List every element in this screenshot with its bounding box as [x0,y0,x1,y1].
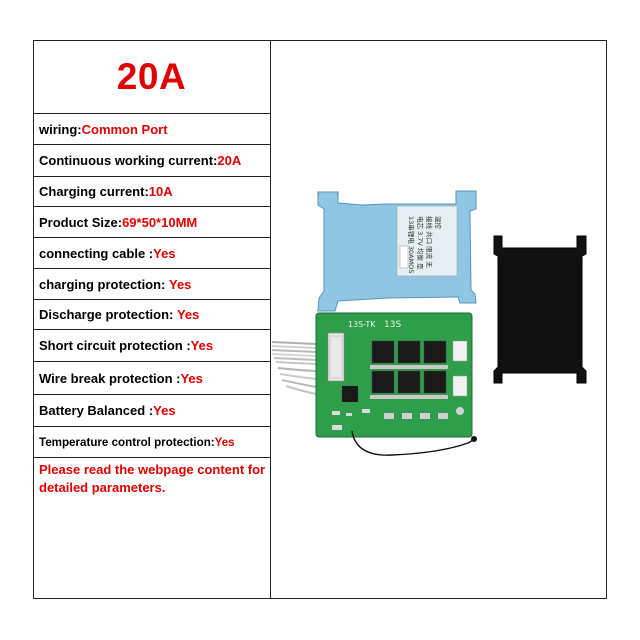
mosfet [423,370,447,394]
svg-text:电芯 3.7V 均衡 是: 电芯 3.7V 均衡 是 [416,216,425,270]
bms-pcb: 13S-TK 13S [315,312,473,438]
bms-board-illustration: 13串锂电 30AMOS 电芯 3.7V 均衡 是 接线 共口 限流 无 温控 [271,190,587,456]
insulator-sheet [493,235,587,384]
spec-row-charging-current: Charging current:10A [33,177,270,207]
spec-label: Short circuit protection : [39,338,191,353]
ntc-probe [471,436,477,442]
spec-label: Wire break protection : [39,370,181,386]
svg-text:温控: 温控 [434,216,443,230]
spec-label: Continuous working current: [39,153,218,168]
spec-value: Yes [153,245,176,261]
spec-value: Yes [176,307,200,322]
spec-value: Yes [153,403,176,418]
spec-label: charging protection: [39,276,169,292]
spec-row-discharge-protection: Discharge protection: Yes [33,300,270,330]
spec-label: Product Size: [39,214,123,230]
current-rating-title: 20A [116,55,187,97]
spec-label: wiring: [39,121,82,137]
mosfet [397,340,421,364]
spec-value: 10A [148,184,173,199]
spec-label: Battery Balanced : [39,403,154,418]
spec-label: Temperature control protection: [39,435,215,449]
spec-sheet-frame [33,40,607,599]
spec-row-temperature-control: Temperature control protection:Yes [33,427,270,458]
spec-value: Yes [214,435,235,449]
spec-value: Common Port [81,121,168,137]
product-photo: 13串锂电 30AMOS 电芯 3.7V 均衡 是 接线 共口 限流 无 温控 [271,41,606,598]
mosfet [371,340,395,364]
mosfet [397,370,421,394]
terminal-block [452,375,468,397]
spec-row-charging-protection: charging protection: Yes [33,269,270,300]
title-cell: 20A [33,40,270,114]
parameters-note: Please read the webpage content for deta… [39,462,266,495]
spec-row-battery-balanced: Battery Balanced :Yes [33,395,270,427]
spec-label: Charging current: [39,184,149,199]
spec-value: 20A [217,153,242,168]
sticker-text: 13串锂电 30AMOS [407,216,416,273]
balance-connector [327,332,345,382]
ic-chip [342,386,358,402]
spec-row-continuous-current: Continuous working current:20A [33,145,270,177]
ntc-sensor-wire [351,430,477,456]
spec-value: 69*50*10MM [122,214,198,230]
spec-row-wiring: wiring:Common Port [33,114,270,145]
silkscreen-model: 13S-TK [348,320,376,329]
spec-table: 20A wiring:Common Port Continuous workin… [33,40,271,599]
heatsink-plate: 13串锂电 30AMOS 电芯 3.7V 均衡 是 接线 共口 限流 无 温控 [317,190,477,312]
svg-text:接线 共口 限流 无: 接线 共口 限流 无 [425,216,434,268]
spec-sticker [396,205,458,277]
silkscreen-cells: 13S [384,320,401,330]
spec-value: Yes [169,276,192,292]
spec-row-product-size: Product Size:69*50*10MM [33,207,270,238]
spec-row-short-circuit-protection: Short circuit protection :Yes [33,330,270,362]
terminal-block [452,340,468,362]
spec-value: Yes [180,370,203,386]
mosfet [423,340,447,364]
spec-row-connecting-cable: connecting cable :Yes [33,238,270,269]
spec-label: connecting cable : [39,245,154,261]
spec-value: Yes [190,338,214,353]
spec-label: Discharge protection: [39,307,177,322]
mosfet [371,370,395,394]
spec-row-wire-break-protection: Wire break protection :Yes [33,362,270,395]
cable-bundle [271,341,317,395]
